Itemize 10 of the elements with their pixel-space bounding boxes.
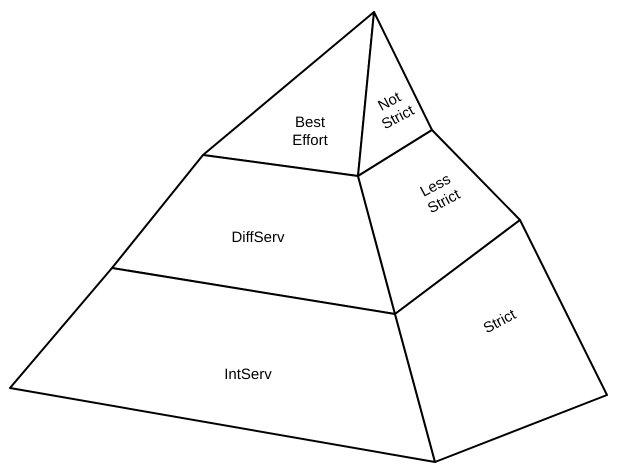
face-label: Best Effort xyxy=(291,114,329,150)
face-label: Strict xyxy=(480,305,520,340)
pyramid-face xyxy=(112,155,395,314)
pyramid-face xyxy=(358,12,432,176)
face-label: Less Strict xyxy=(416,170,464,220)
face-label: IntServ xyxy=(223,366,273,384)
face-label: DiffServ xyxy=(230,229,286,247)
pyramid-face xyxy=(395,220,607,462)
face-label: Not Strict xyxy=(374,88,418,136)
pyramid-face xyxy=(10,268,435,462)
